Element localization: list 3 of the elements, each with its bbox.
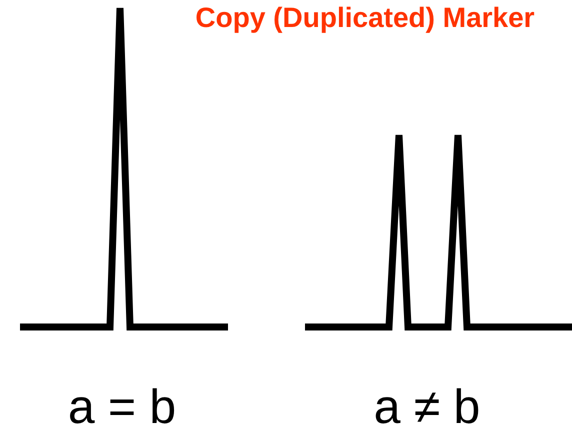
peak-label: a = b <box>66 382 178 435</box>
title: Copy (Duplicated) Marker <box>194 2 536 34</box>
peak-label: a ≠ b <box>372 382 482 435</box>
